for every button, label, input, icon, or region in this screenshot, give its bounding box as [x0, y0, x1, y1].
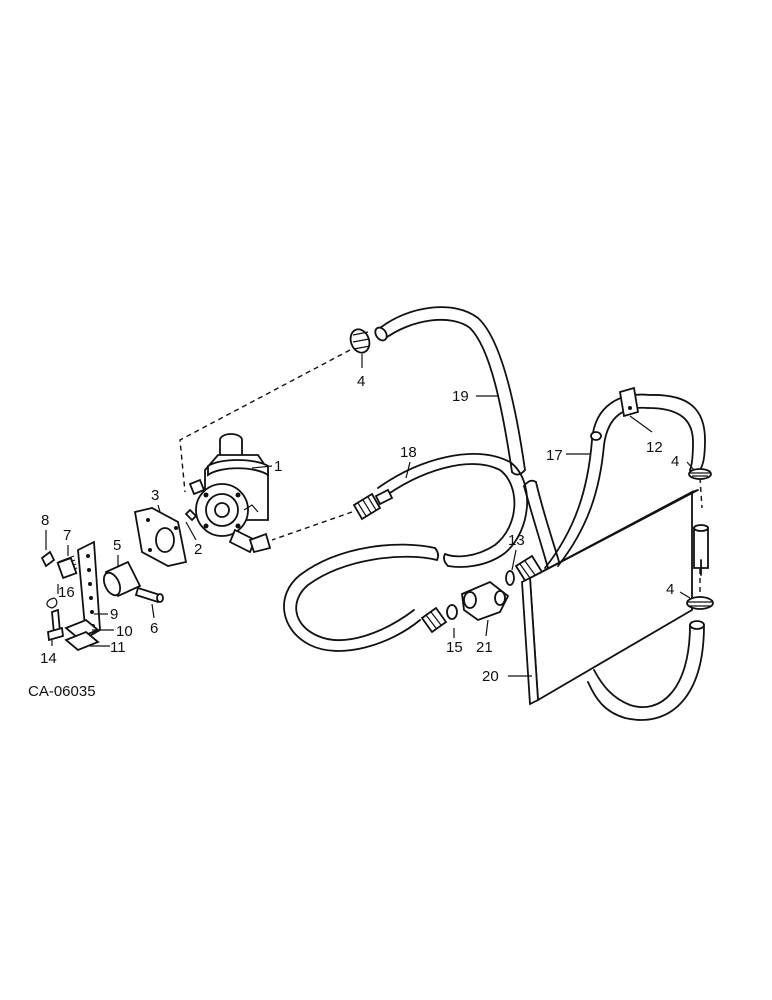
callout-2: 2 [194, 541, 202, 558]
callout-1: 1 [274, 458, 282, 475]
callout-12: 12 [646, 439, 663, 456]
cooler-tube [693, 524, 709, 576]
clip-12 [618, 386, 640, 418]
hose-19 [374, 306, 561, 569]
callout-11: 11 [110, 639, 126, 656]
bolt-14 [47, 608, 64, 642]
bracket-3 [133, 507, 188, 567]
hose-clamp-top [349, 328, 371, 354]
callout-15: 15 [446, 639, 463, 656]
spring-7 [56, 555, 78, 580]
dashed-leaders [179, 349, 703, 598]
callout-14: 14 [40, 650, 57, 667]
callout-9: 9 [110, 606, 118, 623]
callout-labels: 1 2 3 4 4 4 5 6 7 8 9 10 11 12 13 14 15 … [40, 373, 679, 685]
clip-16 [46, 597, 58, 609]
callout-4-top: 4 [357, 373, 365, 390]
hose-18-fitting [352, 488, 394, 521]
callout-21: 21 [476, 639, 493, 656]
callout-13: 13 [508, 532, 525, 549]
oil-cooler-20 [521, 489, 699, 706]
callout-5: 5 [113, 537, 121, 554]
callout-17: 17 [546, 447, 563, 464]
callout-18: 18 [400, 444, 417, 461]
pin-2 [184, 508, 198, 522]
pump-assembly [188, 433, 272, 554]
callout-16: 16 [58, 584, 75, 601]
callout-8: 8 [41, 512, 49, 529]
elbow-21 [461, 580, 510, 622]
hose-clamp-right-upper [688, 468, 712, 480]
callout-6: 6 [150, 620, 158, 637]
callout-4-right-upper: 4 [671, 453, 679, 470]
figure-code: CA-06035 [28, 683, 96, 700]
fitting-15 [420, 604, 458, 634]
callout-4-right-lower: 4 [666, 581, 674, 598]
hose-clamp-right-lower [686, 596, 714, 610]
callout-7: 7 [63, 527, 71, 544]
callout-10: 10 [116, 623, 133, 640]
callout-3: 3 [151, 487, 159, 504]
callout-20: 20 [482, 668, 499, 685]
callout-19: 19 [452, 388, 469, 405]
pin-6 [134, 586, 164, 604]
sleeve-5 [102, 560, 142, 598]
plate-11 [64, 630, 100, 652]
leader-lines [45, 354, 695, 677]
pin-8 [40, 550, 56, 568]
washer-13 [505, 570, 515, 586]
hose-18 [283, 453, 529, 652]
lower-return-hose [587, 620, 705, 721]
